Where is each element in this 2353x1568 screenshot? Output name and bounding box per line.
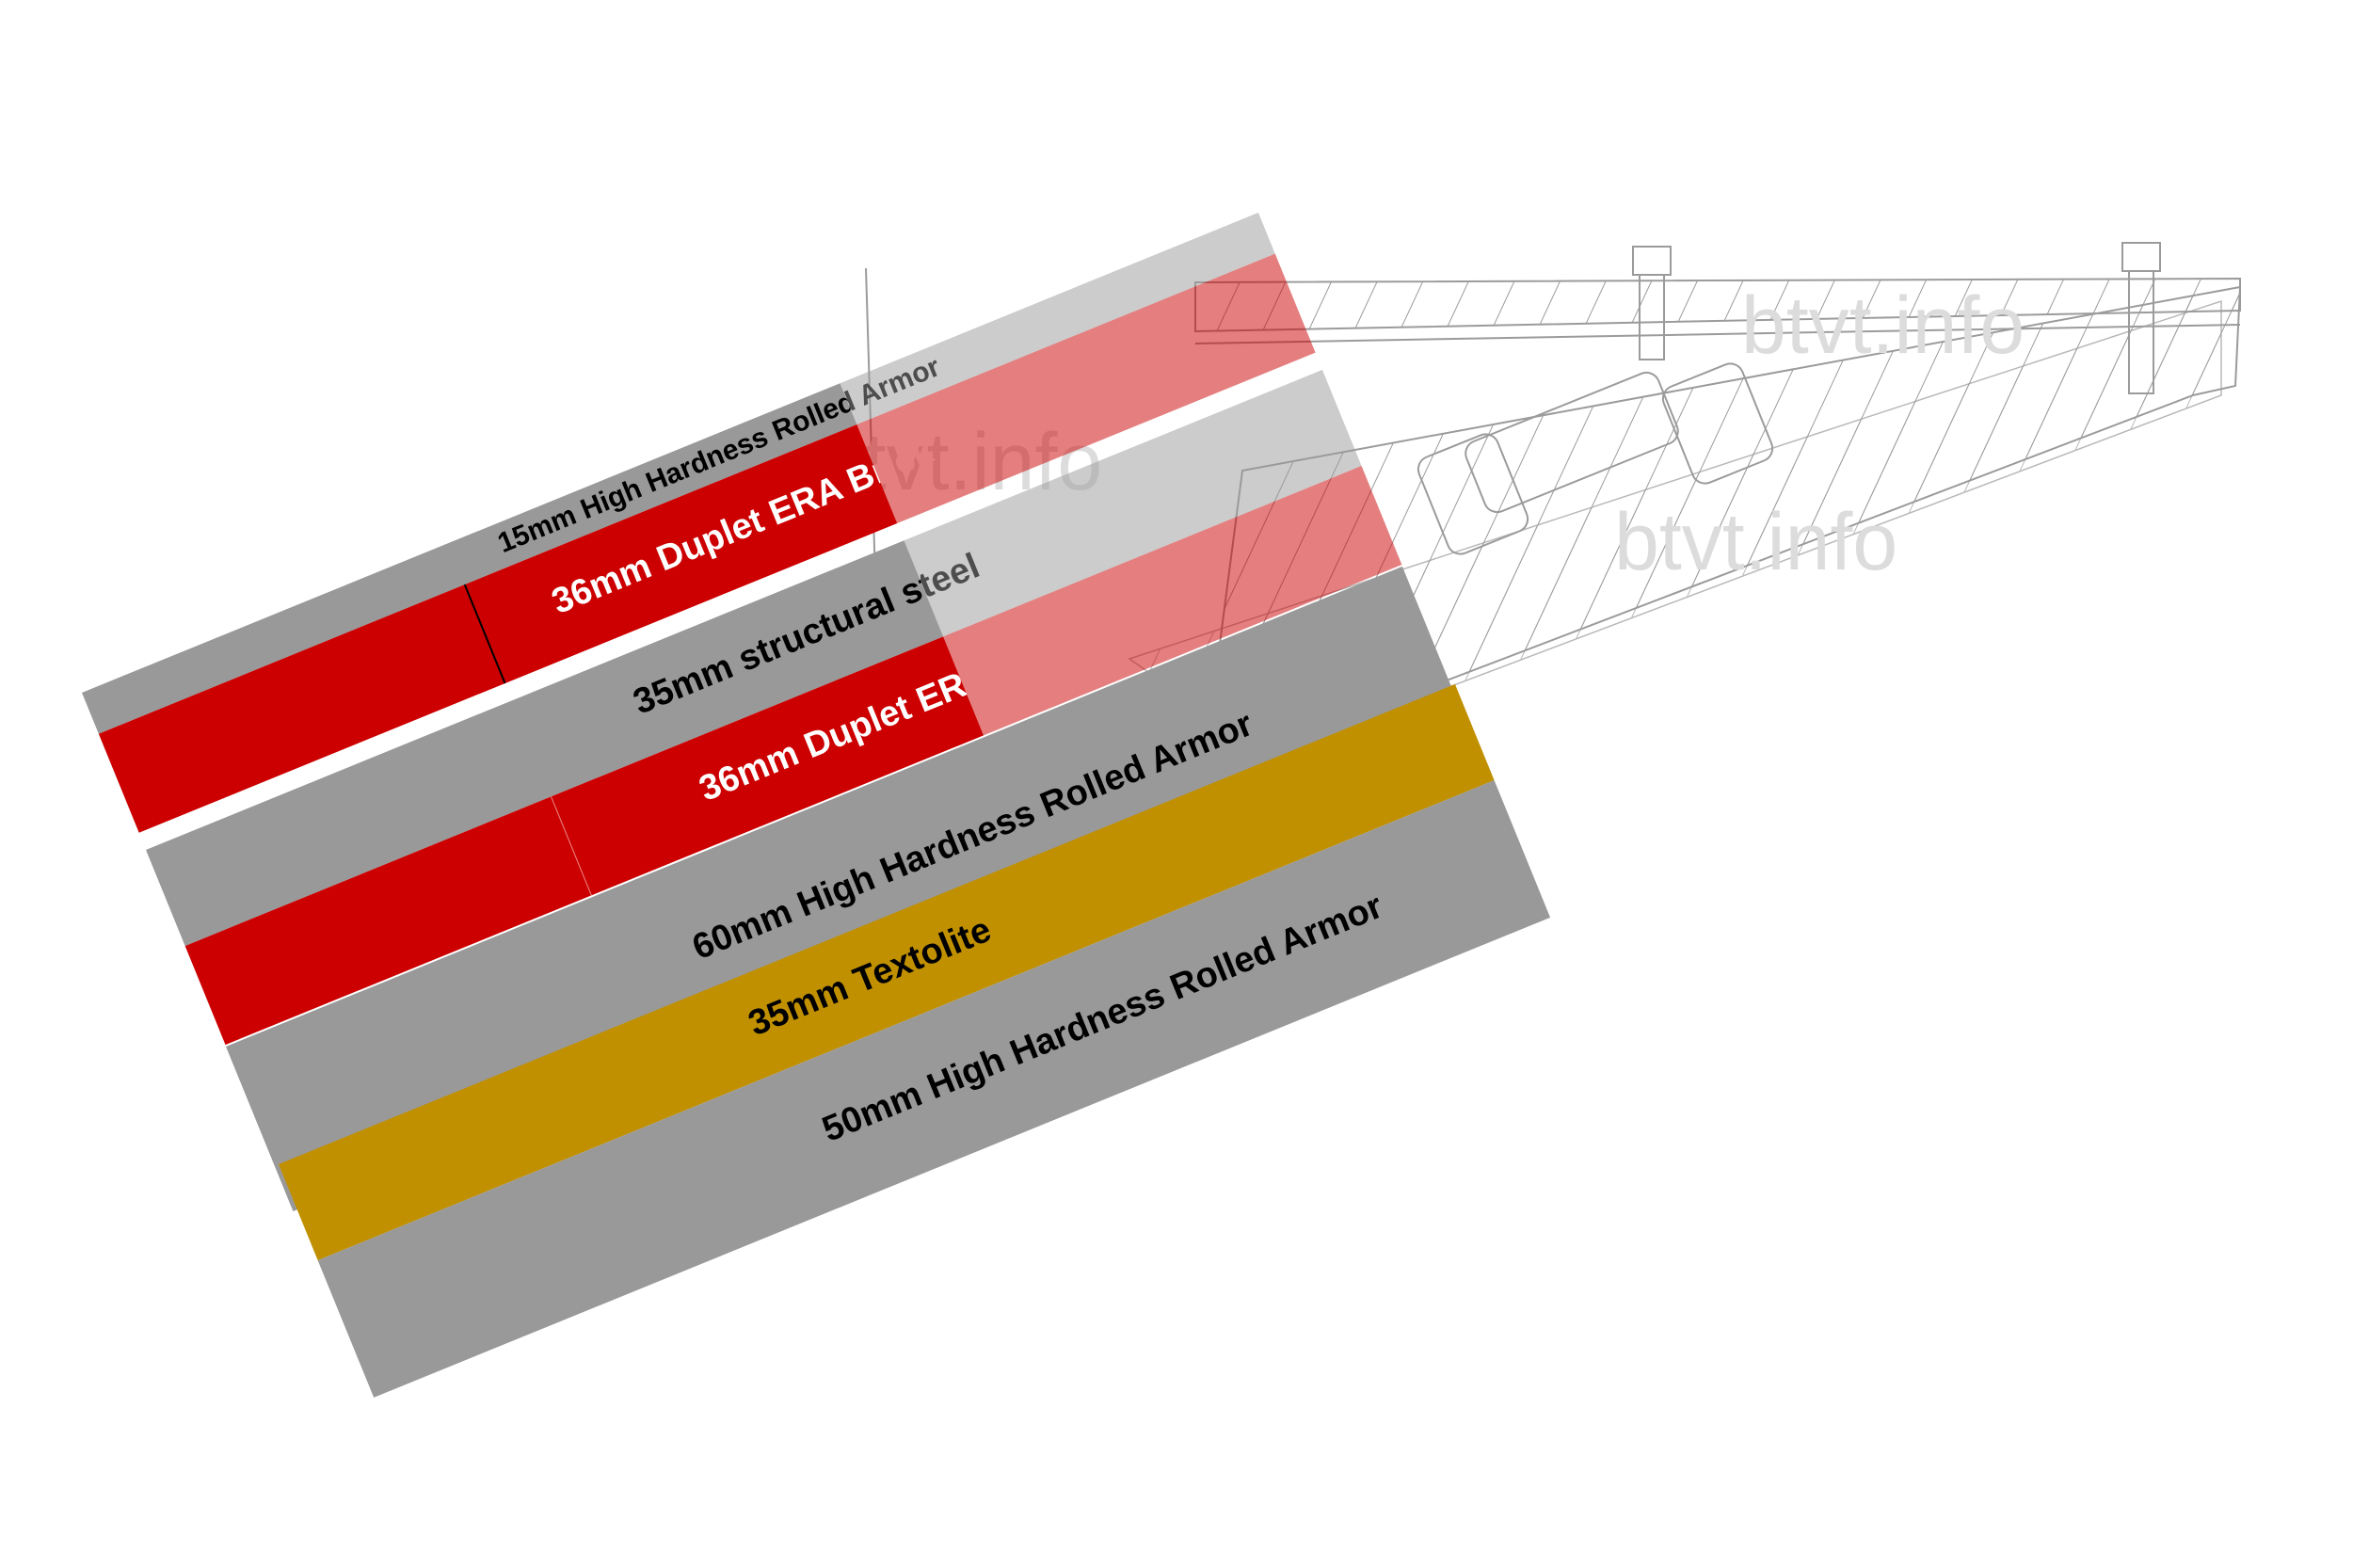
translucent-overlay xyxy=(840,212,1402,736)
layer-band-hhra-15 xyxy=(82,383,857,734)
layer-band-structural-35 xyxy=(146,540,944,947)
drawing-era-box xyxy=(1465,371,1679,514)
layer-band-era-36-a xyxy=(98,424,898,833)
layer-band-faded-era-36-b xyxy=(943,465,1402,736)
watermark: btvt.info xyxy=(1614,497,1897,587)
brick-divider xyxy=(463,584,506,684)
watermark: btvt.info xyxy=(1741,280,2025,371)
layer-band-hhra-60 xyxy=(226,566,1470,1211)
bolt-icon xyxy=(2121,242,2161,394)
layer-band-faded-hhra-15 xyxy=(840,212,1275,425)
layer-band-textolite-35 xyxy=(279,683,1495,1261)
layer-band-faded-era-36-a xyxy=(856,253,1316,524)
brick-divider xyxy=(551,796,592,896)
layer-band-era-36-b xyxy=(184,636,984,1046)
drawing-era-box xyxy=(1417,433,1529,555)
bolt-icon xyxy=(1632,246,1672,360)
layer-band-hhra-50 xyxy=(317,779,1551,1398)
layer-band-faded-structural-35 xyxy=(904,369,1362,637)
drawing-era-box xyxy=(1661,362,1774,485)
